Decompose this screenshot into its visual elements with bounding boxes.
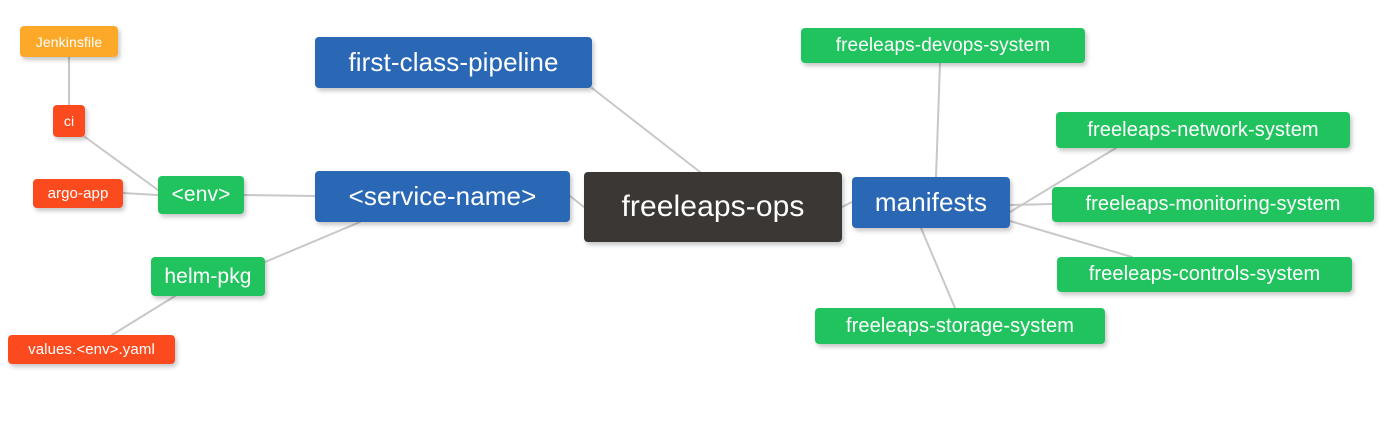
edge-freeleaps-ops-to-first-class-pipeline [591, 87, 701, 173]
mindmap-node-freeleaps-controls-system[interactable]: freeleaps-controls-system [1057, 257, 1352, 292]
edge-service-name-to-env [243, 194, 316, 197]
edge-freeleaps-ops-to-manifests [841, 201, 853, 208]
mindmap-node-env[interactable]: <env> [158, 176, 244, 214]
edge-helm-pkg-to-values-env-yaml [111, 295, 176, 336]
mindmap-node-first-class-pipeline[interactable]: first-class-pipeline [315, 37, 592, 88]
mindmap-node-freeleaps-devops-system[interactable]: freeleaps-devops-system [801, 28, 1085, 63]
edge-service-name-to-helm-pkg [264, 221, 361, 263]
mindmap-node-helm-pkg[interactable]: helm-pkg [151, 257, 265, 296]
mindmap-node-jenkinsfile[interactable]: Jenkinsfile [20, 26, 118, 57]
mindmap-node-values-env-yaml[interactable]: values.<env>.yaml [8, 335, 175, 364]
edge-freeleaps-ops-to-service-name [569, 195, 585, 208]
mindmap-node-manifests[interactable]: manifests [852, 177, 1010, 228]
mindmap-node-freeleaps-ops[interactable]: freeleaps-ops [584, 172, 842, 242]
edge-manifests-to-freeleaps-devops-system [935, 62, 941, 178]
mindmap-node-freeleaps-monitoring-system[interactable]: freeleaps-monitoring-system [1052, 187, 1374, 222]
edge-manifests-to-freeleaps-storage-system [920, 227, 956, 309]
mindmap-node-freeleaps-network-system[interactable]: freeleaps-network-system [1056, 112, 1350, 148]
mindmap-node-argo-app[interactable]: argo-app [33, 179, 123, 208]
edge-manifests-to-freeleaps-monitoring-system [1009, 203, 1053, 206]
mindmap-node-ci[interactable]: ci [53, 105, 85, 137]
mindmap-node-freeleaps-storage-system[interactable]: freeleaps-storage-system [815, 308, 1105, 344]
mindmap-node-service-name[interactable]: <service-name> [315, 171, 570, 222]
edge-manifests-to-freeleaps-controls-system [1009, 220, 1133, 258]
edge-env-to-argo-app [122, 192, 159, 196]
